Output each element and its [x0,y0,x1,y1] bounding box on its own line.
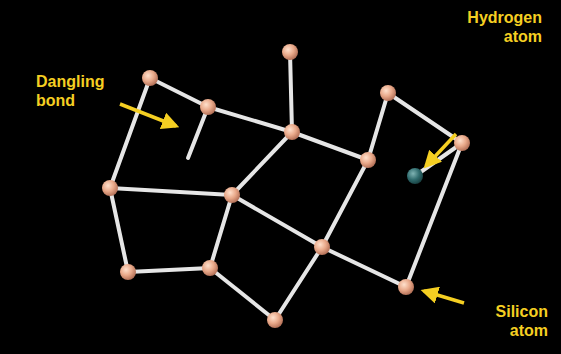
callout-label: Hydrogen atom [452,8,542,46]
bond [208,107,292,132]
atoms [102,44,470,328]
bond [322,160,368,247]
silicon-atom [360,152,376,168]
silicon-atom [380,85,396,101]
silicon-atom [200,99,216,115]
leader-arrow [120,104,176,126]
bond [110,78,150,188]
bond [232,195,322,247]
silicon-atom [224,187,240,203]
silicon-atom [202,260,218,276]
leader-arrows [120,104,464,303]
silicon-atom [398,279,414,295]
bond [150,78,208,107]
silicon-atom [314,239,330,255]
leader-arrow [424,291,464,303]
bond [292,132,368,160]
hydrogen-atom [407,168,423,184]
bond [232,132,292,195]
bond [210,195,232,268]
bond [368,93,388,160]
silicon-atom [120,264,136,280]
bond [415,143,462,176]
bond [322,247,406,287]
bond [110,188,232,195]
silicon-atom [267,312,283,328]
bond [188,107,208,158]
silicon-atom [142,70,158,86]
bond [110,188,128,272]
bond [290,52,292,132]
silicon-atom [454,135,470,151]
silicon-atom [102,180,118,196]
bond [275,247,322,320]
bond [128,268,210,272]
bond [388,93,462,143]
silicon-atom [284,124,300,140]
callout-label: Dangling bond [36,72,118,110]
bond [210,268,275,320]
bond [406,143,462,287]
callout-label: Silicon atom [462,302,548,340]
leader-arrow [426,134,456,166]
silicon-atom [282,44,298,60]
bonds [110,52,462,320]
